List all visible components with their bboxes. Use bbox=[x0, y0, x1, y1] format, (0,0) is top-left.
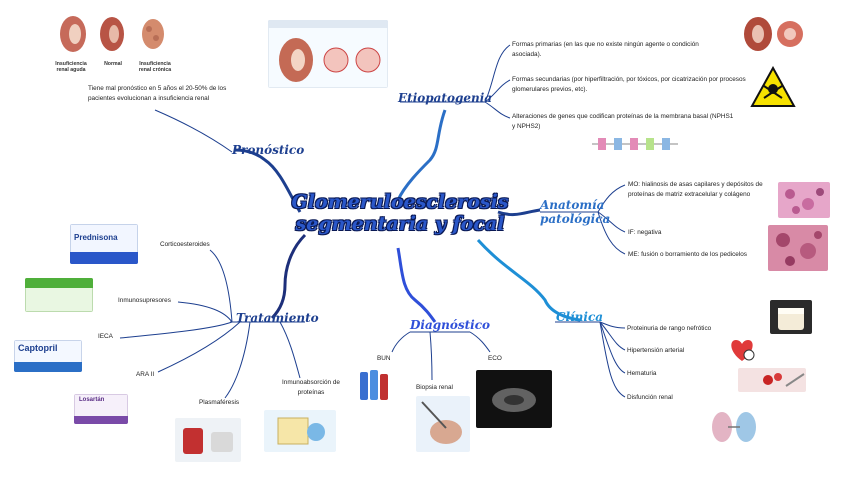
clinica-item: Proteinuria de rango nefrótico bbox=[627, 325, 712, 332]
kidney-illustration bbox=[60, 16, 164, 52]
plasmapheresis-image bbox=[175, 418, 241, 462]
kidney-icon bbox=[712, 412, 756, 442]
branch-line-pronostico bbox=[234, 148, 302, 213]
gene-diagram-image bbox=[592, 138, 678, 150]
central-title: Glomeruloesclerosis segmentaria y focal bbox=[265, 191, 535, 236]
ultrasound-image bbox=[476, 370, 552, 428]
tratamiento-item: Corticoesteroides bbox=[160, 241, 210, 248]
anatomia-item: IF: negativa bbox=[628, 229, 662, 236]
branch-tratamiento: Tratamiento bbox=[236, 311, 319, 325]
anatomia-item: MO: hialinosis de asas capilares y depós… bbox=[628, 181, 763, 198]
branch-clinica: Clínica bbox=[556, 310, 604, 324]
nephron-diagram-image bbox=[268, 20, 388, 88]
tratamiento-item: IECA bbox=[98, 333, 113, 340]
branch-anatomia-line2: patológica bbox=[540, 212, 611, 227]
immunosuppressant-box-image bbox=[25, 278, 93, 312]
histology-image bbox=[778, 182, 830, 218]
etiopatogenia-item: Formas secundarias (por hiperfiltración,… bbox=[512, 76, 746, 93]
etiopatogenia-item: Alteraciones de genes que codifican prot… bbox=[512, 113, 734, 130]
toxic-hazard-icon bbox=[750, 66, 796, 107]
title-line-2: segmentaria y focal bbox=[295, 212, 505, 235]
diagnostico-item: ECO bbox=[488, 355, 502, 362]
branch-line-diagnostico bbox=[396, 247, 437, 323]
branch-line-anatomia bbox=[497, 208, 541, 217]
captopril-label: Captopril bbox=[18, 343, 58, 353]
kidney-pathology-image bbox=[744, 17, 803, 51]
title-line-1: Glomeruloesclerosis bbox=[291, 191, 509, 213]
branch-anatomia-line1: Anatomía bbox=[540, 198, 605, 212]
etiopatogenia-item: Formas primarias (en las que no existe n… bbox=[512, 41, 699, 58]
losartan-box-image bbox=[74, 394, 128, 424]
kidney-caption: Insuficiencia renal aguda bbox=[55, 61, 87, 74]
branch-etiopatogenia: Etiopatogenia bbox=[398, 91, 493, 105]
prednisona-label: Prednisona bbox=[74, 233, 118, 242]
anatomia-item: ME: fusión o borramiento de los pedicelo… bbox=[628, 251, 748, 258]
tratamiento-item: Inmunosupresores bbox=[118, 297, 171, 304]
branch-line-etiopatogenia bbox=[396, 109, 447, 201]
clinica-item: Disfunción renal bbox=[627, 394, 673, 401]
prednisona-box-image bbox=[70, 224, 138, 264]
clinica-item: Hematuria bbox=[627, 370, 657, 377]
branch-pronostico: Pronóstico bbox=[232, 143, 305, 157]
captopril-box-image bbox=[14, 340, 82, 372]
kidney-caption: Insuficiencia renal crónica bbox=[138, 61, 172, 74]
blood-pressure-icon bbox=[731, 340, 755, 361]
diagnostico-item: BUN bbox=[377, 355, 391, 362]
renal-biopsy-image bbox=[416, 396, 470, 452]
clinica-item: Hipertensión arterial bbox=[627, 347, 685, 354]
hematuria-image bbox=[738, 368, 806, 392]
blood-test-image bbox=[360, 370, 388, 400]
branch-line-clinica bbox=[476, 238, 581, 322]
immunoabsorption-image bbox=[264, 410, 336, 452]
branch-line-tratamiento bbox=[270, 233, 307, 320]
tratamiento-item: Inmunoabsorción de proteínas bbox=[282, 379, 340, 396]
pronostico-text: Tiene mal pronóstico en 5 años el 20-50%… bbox=[88, 85, 227, 102]
urine-sample-image bbox=[770, 300, 812, 334]
branch-anatomia-patologica: Anatomía patológica bbox=[540, 198, 610, 227]
histology-image bbox=[768, 225, 828, 271]
tratamiento-item: Plasmaféresis bbox=[199, 399, 240, 406]
branch-diagnostico: Diagnóstico bbox=[410, 318, 491, 332]
tratamiento-item: ARA II bbox=[136, 371, 155, 378]
diagnostico-item: Biopsia renal bbox=[416, 384, 453, 391]
losartan-label: Losartán bbox=[79, 397, 105, 403]
kidney-caption: Normal bbox=[104, 61, 122, 67]
